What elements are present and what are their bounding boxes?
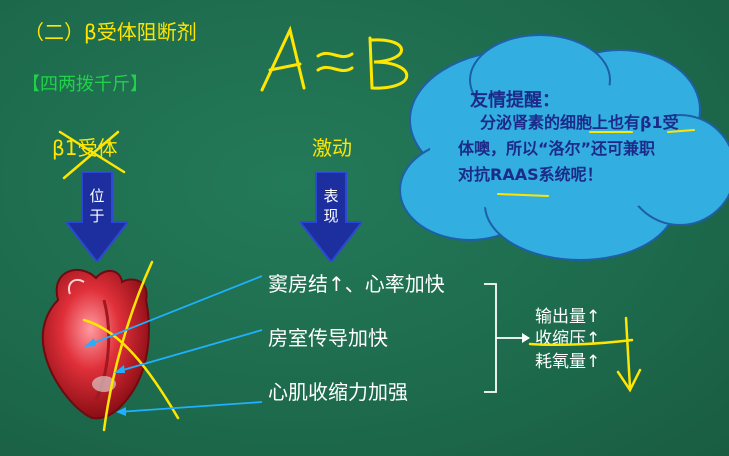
result-systolic-pressure: 收缩压↑ bbox=[535, 329, 601, 349]
located-label: 位于 bbox=[89, 187, 105, 225]
down-arrow-icon bbox=[300, 172, 362, 262]
manifestation-label: 表现 bbox=[323, 187, 339, 225]
effect-sinus-node: 窦房结↑、心率加快 bbox=[268, 272, 445, 296]
slide-subtitle: 【四两拨千斤】 bbox=[22, 74, 148, 95]
effect-contractility: 心肌收缩力加强 bbox=[268, 380, 408, 404]
effect-av-conduction: 房室传导加快 bbox=[268, 326, 388, 350]
agonism-label: 激动 bbox=[312, 136, 352, 160]
result-cardiac-output: 输出量↑ bbox=[535, 307, 601, 327]
tip-line-1: 分泌肾素的细胞上也有β1受 bbox=[480, 113, 679, 132]
tip-line-2: 体噢，所以“洛尔”还可兼职 bbox=[458, 139, 656, 158]
tip-line-3: 对抗RAAS系统呢！ bbox=[458, 165, 603, 184]
beta1-receptor-label: β1受体 bbox=[52, 136, 118, 160]
down-arrow-icon bbox=[66, 172, 128, 262]
result-oxygen-consumption: 耗氧量↑ bbox=[535, 352, 601, 372]
tip-title: 友情提醒： bbox=[470, 90, 560, 111]
slide-title: （二）β受体阻断剂 bbox=[24, 20, 197, 44]
